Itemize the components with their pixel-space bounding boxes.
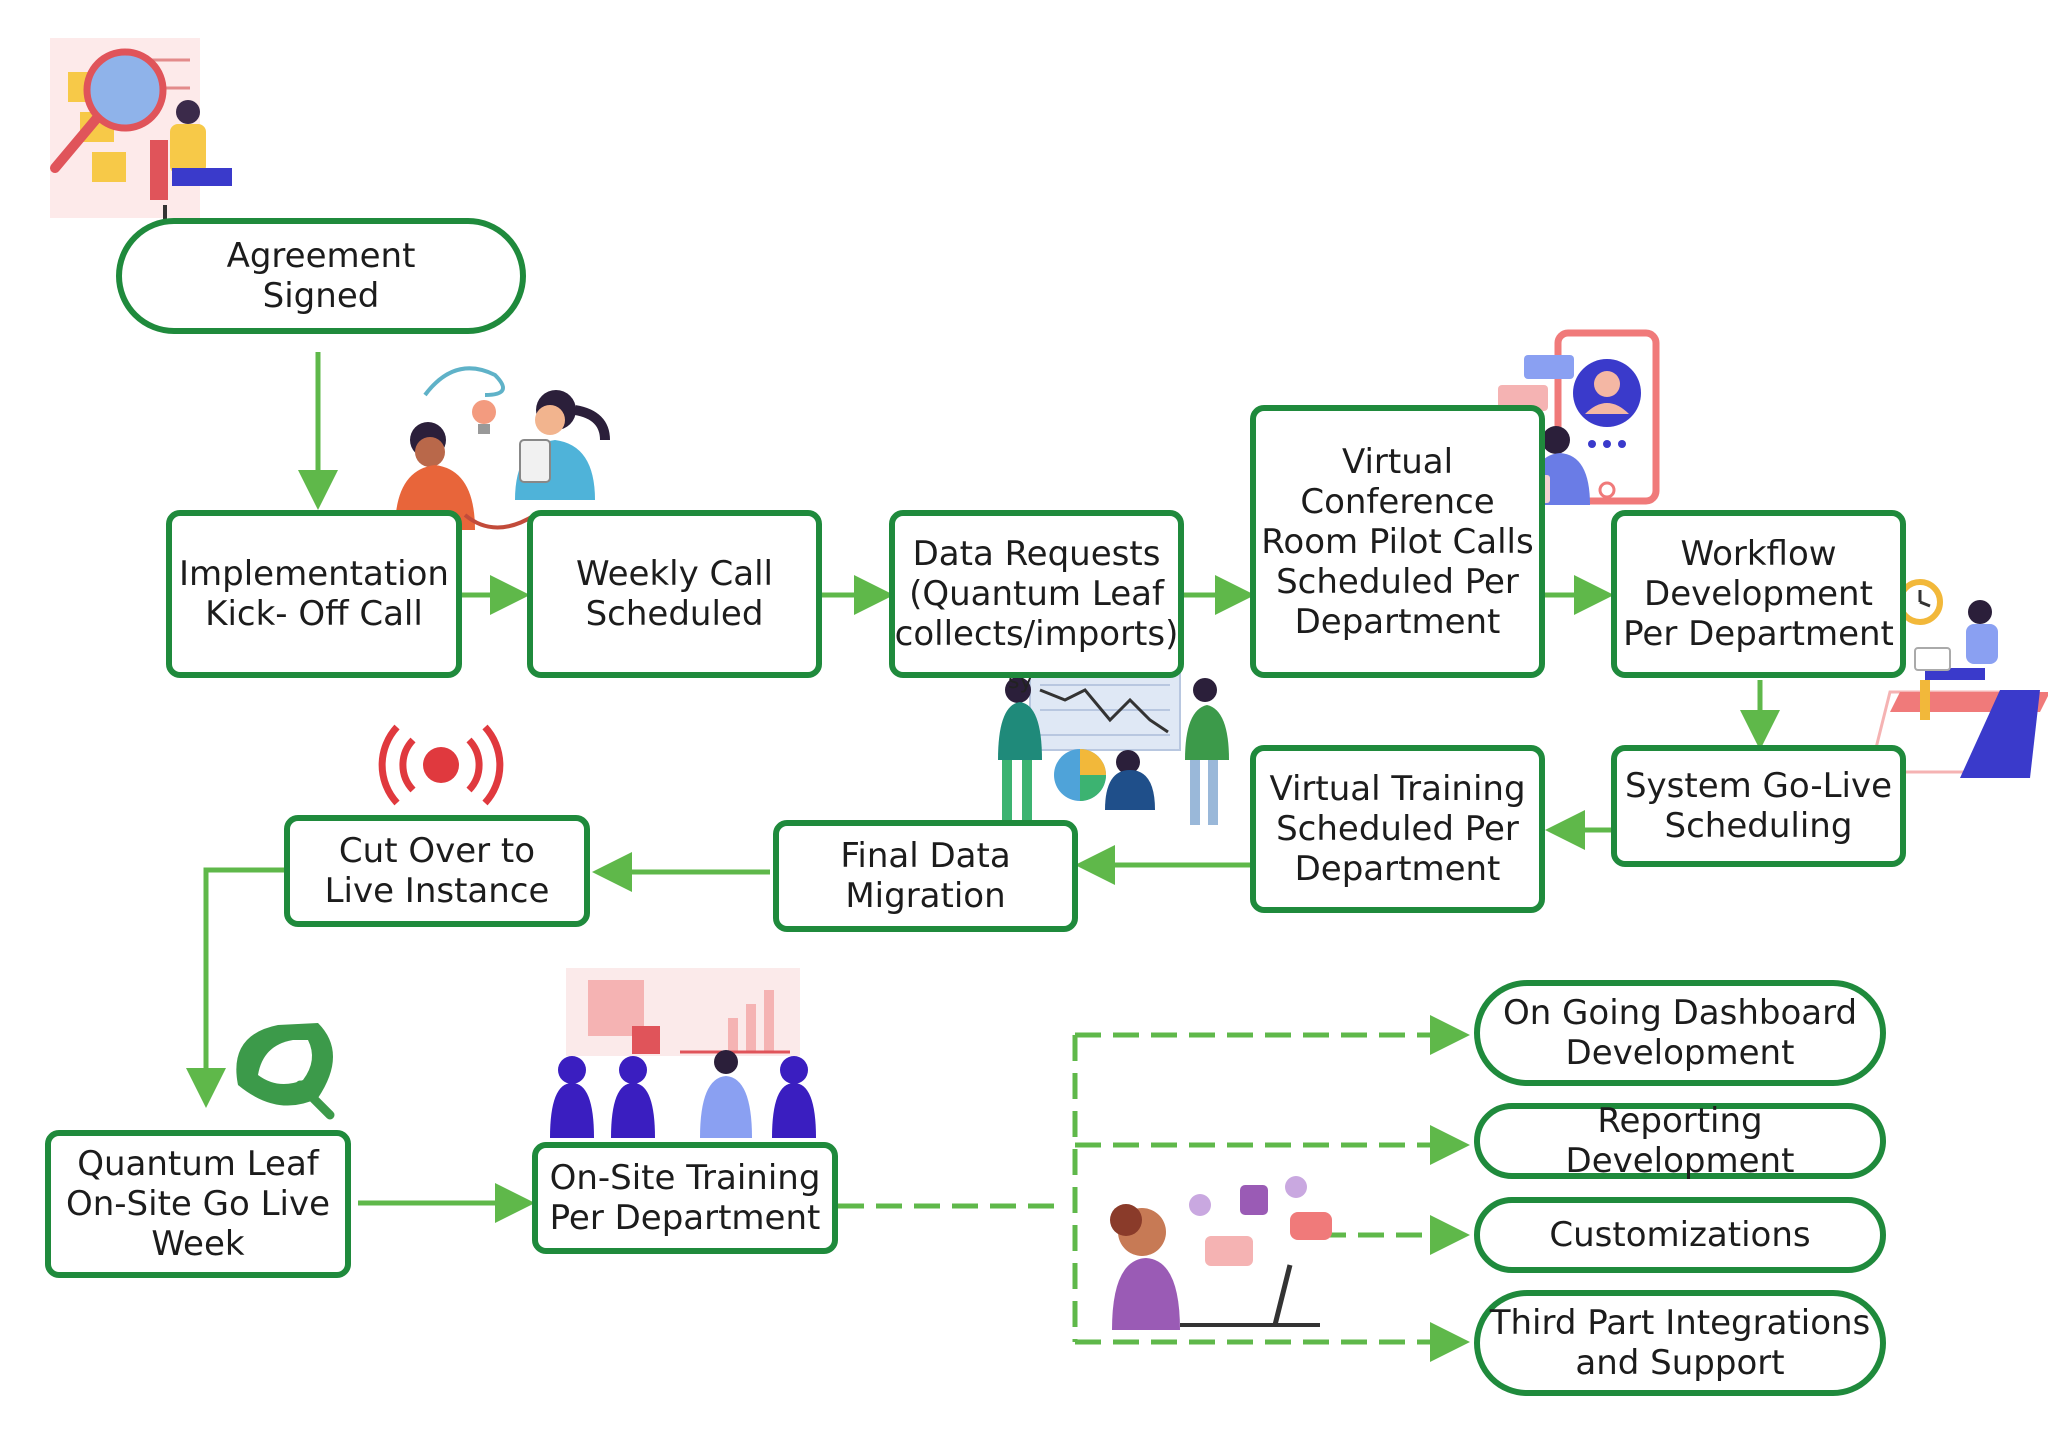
connectors [186, 352, 1780, 1362]
clock-calendar-icon [1868, 579, 2048, 778]
node-cut-over: Cut Over to Live Instance [284, 815, 590, 927]
magnifier-document-icon [50, 38, 232, 230]
node-customizations: Customizations [1474, 1197, 1886, 1273]
node-label: Final Data Migration [840, 836, 1011, 916]
node-label: On-Site Training Per Department [549, 1158, 821, 1238]
node-label: On Going Dashboard Development [1502, 993, 1858, 1073]
arrow-cutover-to-onsite-week [186, 867, 284, 1108]
node-label: Virtual Training Scheduled Per Departmen… [1269, 769, 1526, 889]
node-third-party-integrations: Third Part Integrations and Support [1474, 1290, 1886, 1396]
node-workflow-development: Workflow Development Per Department [1611, 510, 1906, 678]
node-label: Weekly Call Scheduled [576, 554, 773, 634]
node-label: Virtual Conference Room Pilot Calls Sche… [1261, 441, 1534, 642]
node-onsite-training: On-Site Training Per Department [532, 1142, 838, 1254]
node-label: Third Part Integrations and Support [1489, 1303, 1871, 1383]
data-chart-team-icon [998, 659, 1229, 830]
node-data-requests: Data Requests (Quantum Leaf collects/imp… [889, 510, 1184, 678]
node-label: Workflow Development Per Department [1623, 534, 1894, 654]
video-call-phone-icon [1498, 329, 1660, 505]
node-label: Customizations [1549, 1215, 1811, 1255]
node-onsite-go-live-week: Quantum Leaf On-Site Go Live Week [45, 1130, 351, 1278]
node-weekly-call: Weekly Call Scheduled [527, 510, 822, 678]
node-reporting-development: Reporting Development [1474, 1101, 1886, 1181]
phone-call-people-icon [395, 366, 610, 530]
node-label: System Go-Live Scheduling [1624, 766, 1893, 846]
node-system-go-live-scheduling: System Go-Live Scheduling [1611, 745, 1906, 867]
node-final-data-migration: Final Data Migration [773, 820, 1078, 932]
node-label: Quantum Leaf On-Site Go Live Week [65, 1144, 331, 1264]
node-label: Implementation Kick- Off Call [179, 554, 449, 634]
node-label: Reporting Development [1565, 1101, 1795, 1181]
node-label: Cut Over to Live Instance [324, 831, 550, 911]
dashed-branches [838, 1015, 1470, 1362]
quantum-leaf-logo-icon [236, 1023, 335, 1120]
node-virtual-conference: Virtual Conference Room Pilot Calls Sche… [1250, 405, 1545, 678]
node-dashboard-development: On Going Dashboard Development [1474, 980, 1886, 1086]
node-label: Agreement Signed [226, 236, 416, 316]
node-label: Data Requests (Quantum Leaf collects/imp… [894, 534, 1179, 654]
node-agreement-signed: Agreement Signed [116, 218, 526, 334]
support-agent-icon [1110, 1176, 1332, 1330]
node-virtual-training: Virtual Training Scheduled Per Departmen… [1250, 745, 1545, 913]
node-implementation-kickoff: Implementation Kick- Off Call [166, 510, 462, 678]
broadcast-signal-icon [378, 724, 504, 806]
presentation-audience-icon [550, 968, 816, 1138]
